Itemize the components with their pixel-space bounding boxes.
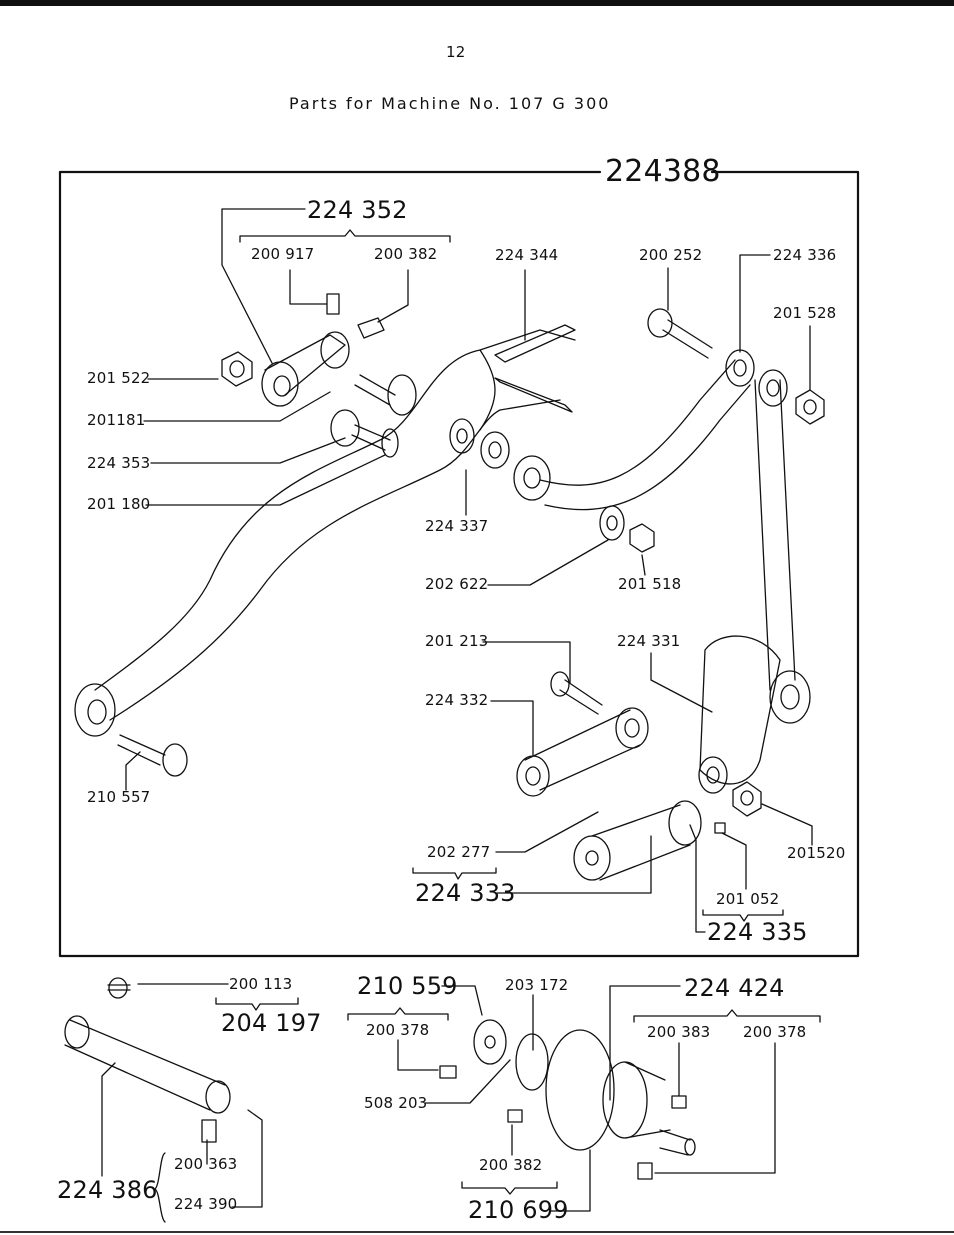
- part-label-201520: 201520: [787, 844, 846, 862]
- part-label-200378-right: 200 378: [743, 1023, 807, 1041]
- assembly-number-210559: 210 559: [357, 972, 458, 1000]
- part-label-200383: 200 383: [647, 1023, 711, 1041]
- part-label-201213: 201 213: [425, 632, 489, 650]
- part-label-202622: 202 622: [425, 575, 489, 593]
- assembly-number-224335: 224 335: [707, 918, 808, 946]
- part-label-508203: 508 203: [364, 1094, 428, 1112]
- assembly-number-224388: 224388: [605, 154, 721, 189]
- main-frame-box: [58, 170, 860, 958]
- page-number: 12: [446, 43, 466, 61]
- part-label-224390: 224 390: [174, 1195, 238, 1213]
- part-label-201518: 201 518: [618, 575, 682, 593]
- part-label-224332: 224 332: [425, 691, 489, 709]
- part-label-201522: 201 522: [87, 369, 151, 387]
- part-label-201180: 201 180: [87, 495, 151, 513]
- part-label-224337: 224 337: [425, 517, 489, 535]
- assembly-number-224333: 224 333: [415, 879, 516, 907]
- part-label-203172: 203 172: [505, 976, 569, 994]
- part-label-200382: 200 382: [374, 245, 438, 263]
- page-title: Parts for Machine No. 107 G 300: [289, 94, 611, 113]
- part-label-200378-left: 200 378: [366, 1021, 430, 1039]
- part-label-200113: 200 113: [229, 975, 293, 993]
- part-label-224336: 224 336: [773, 246, 837, 264]
- bottom-rule: [0, 1231, 954, 1233]
- part-label-200382-lower: 200 382: [479, 1156, 543, 1174]
- part-label-201052: 201 052: [716, 890, 780, 908]
- lever-arm: [94, 329, 576, 691]
- assembly-number-224352: 224 352: [307, 196, 408, 224]
- assembly-number-210699: 210 699: [468, 1196, 569, 1224]
- part-label-200363: 200 363: [174, 1155, 238, 1173]
- part-label-200252: 200 252: [639, 246, 703, 264]
- part-label-201528: 201 528: [773, 304, 837, 322]
- assembly-number-224386: 224 386: [57, 1176, 158, 1204]
- part-label-224344: 224 344: [495, 246, 559, 264]
- part-label-201181: 201181: [87, 411, 146, 429]
- part-label-224353: 224 353: [87, 454, 151, 472]
- part-label-210557: 210 557: [87, 788, 151, 806]
- part-label-202277: 202 277: [427, 843, 491, 861]
- assembly-number-224424: 224 424: [684, 974, 785, 1002]
- part-label-224331: 224 331: [617, 632, 681, 650]
- part-label-200917: 200 917: [251, 245, 315, 263]
- assembly-number-204197: 204 197: [221, 1009, 322, 1037]
- top-rule: [0, 0, 954, 6]
